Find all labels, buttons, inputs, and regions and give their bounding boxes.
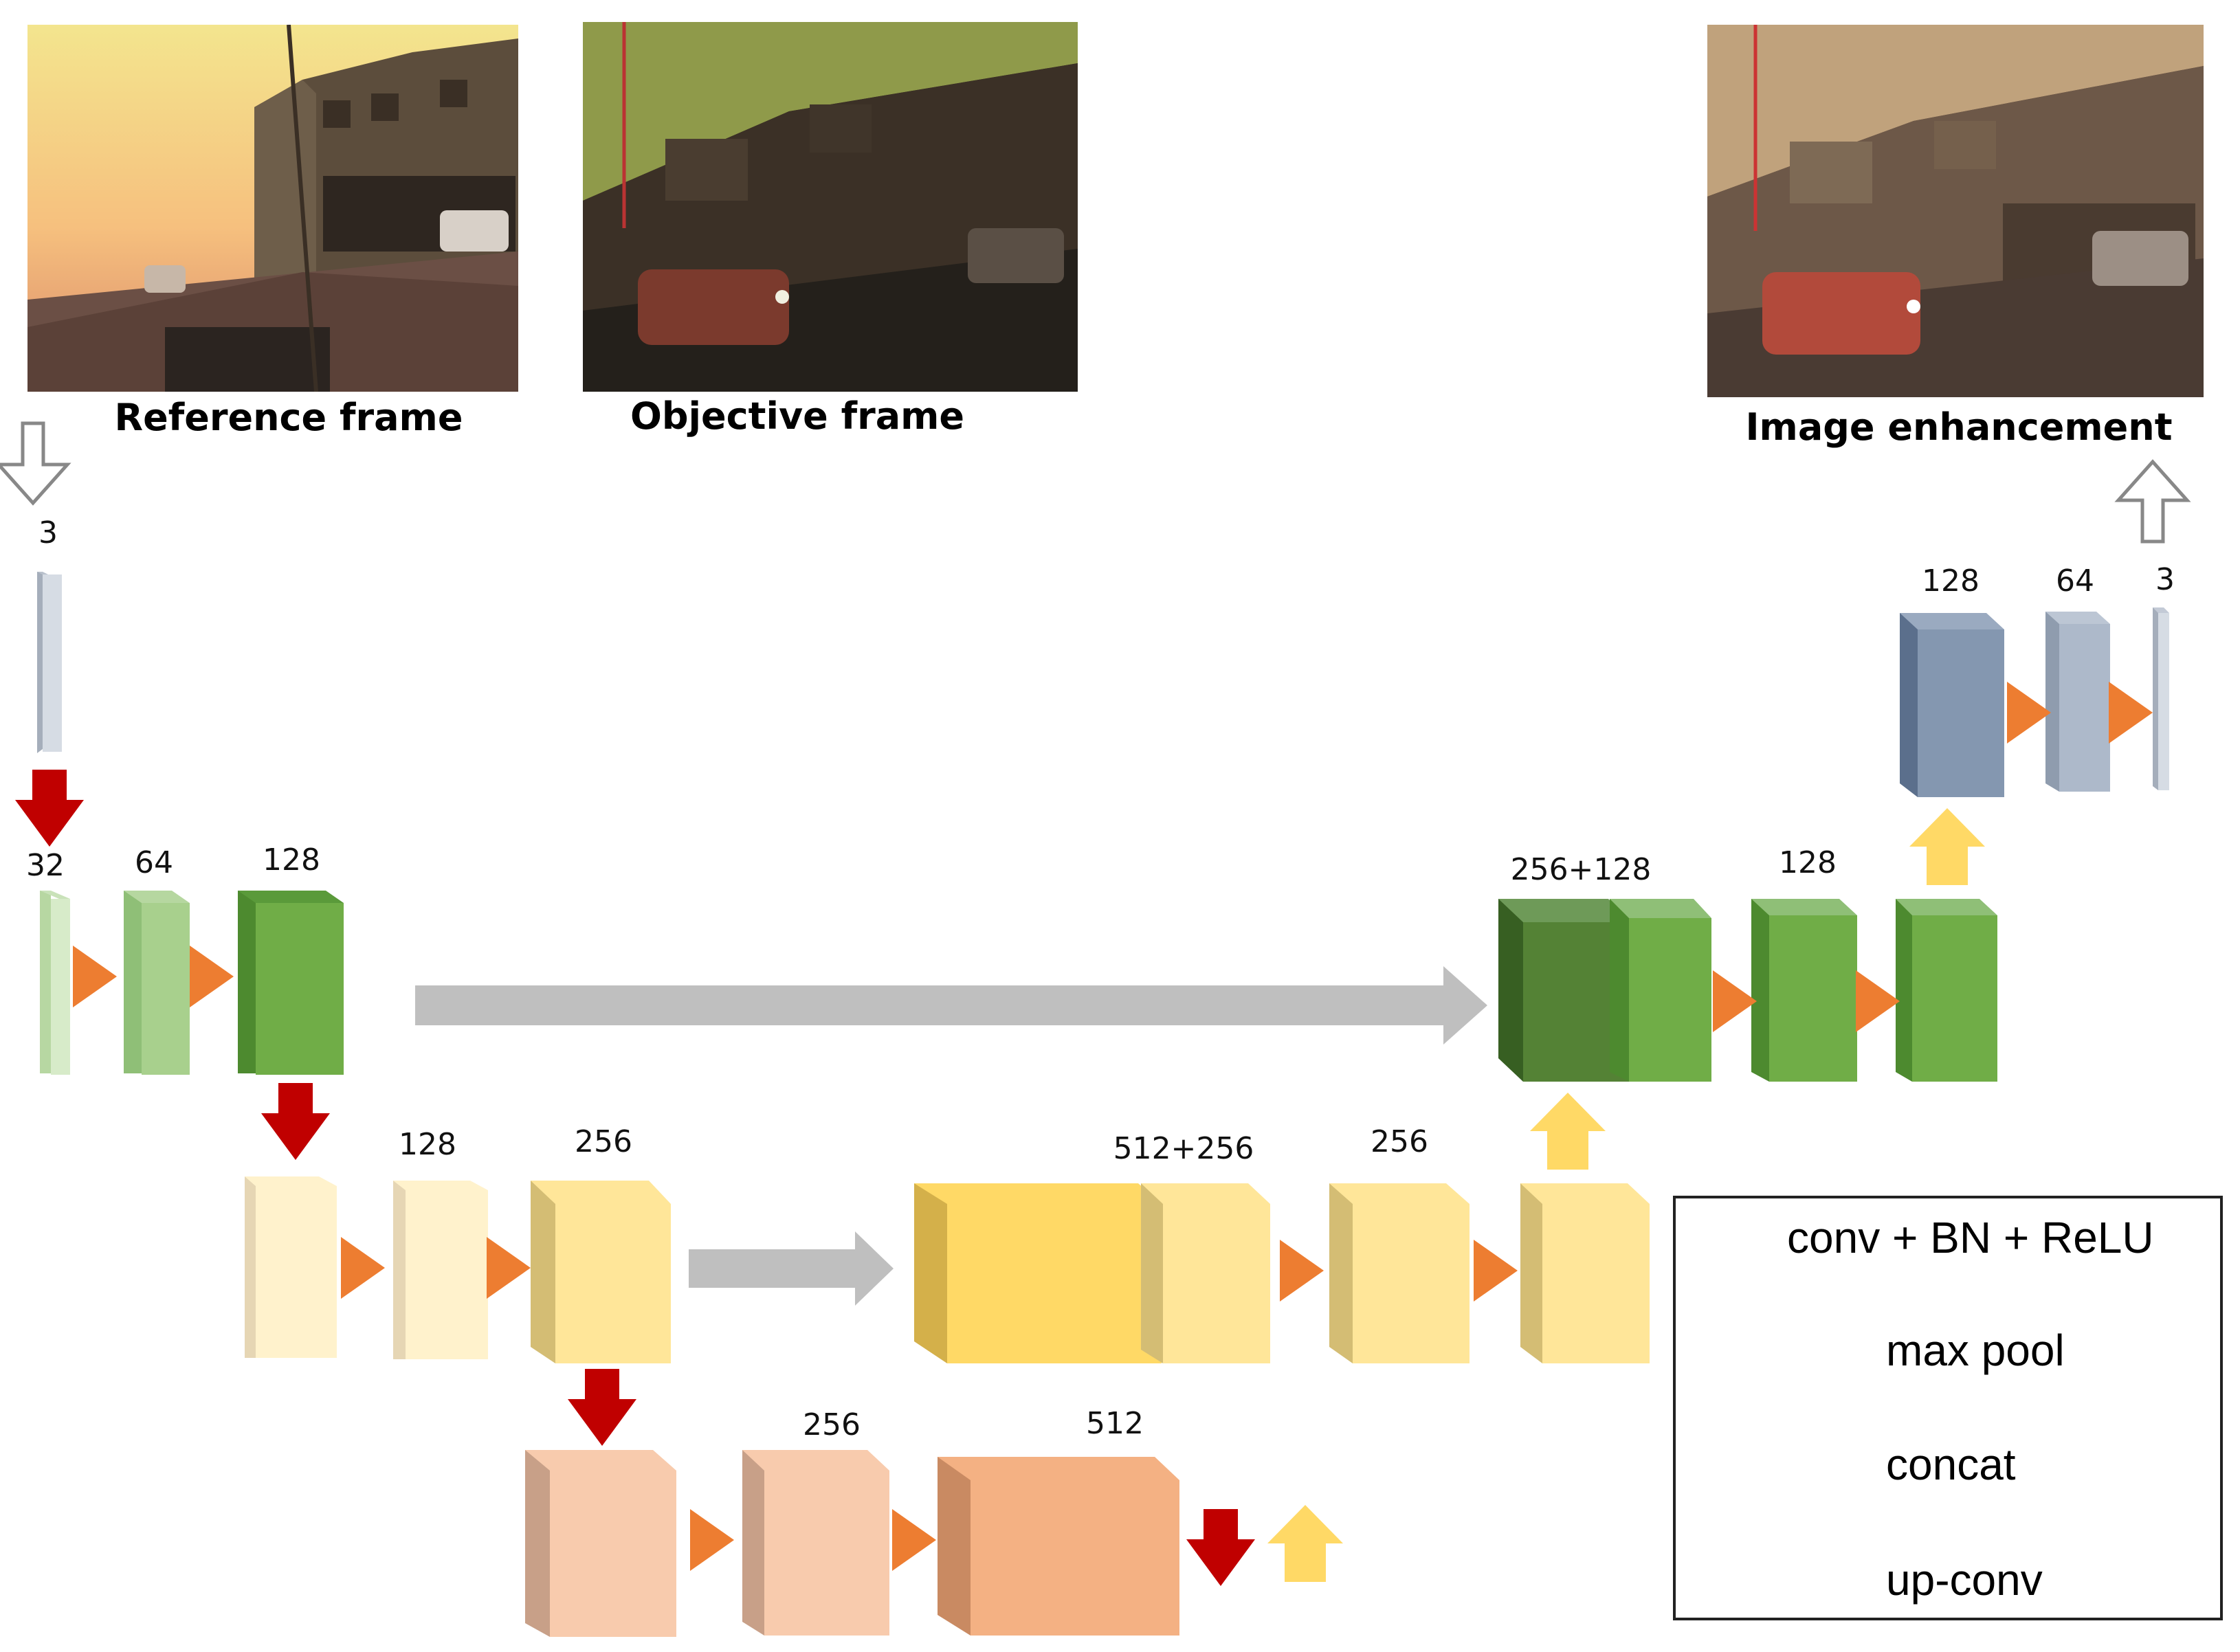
objective-frame-caption: Objective frame: [630, 394, 965, 438]
max-pool-arrow-icon: [15, 770, 84, 847]
max-pool-arrow-icon: [261, 1083, 330, 1160]
input-block: [37, 572, 62, 753]
out-label-3: 3: [2155, 562, 2175, 597]
objective-frame-image: [583, 22, 1078, 392]
conv-arrow-icon: [892, 1509, 936, 1571]
reference-frame-caption: Reference frame: [114, 396, 463, 439]
enc1-label-128: 128: [263, 842, 320, 878]
out-block-3: [2153, 607, 2169, 790]
enc2-label-128: 128: [399, 1127, 456, 1162]
out-label-128: 128: [1922, 563, 1980, 599]
dec1-label-128: 128: [1779, 845, 1837, 880]
bottleneck-label-512: 512: [1086, 1406, 1144, 1441]
max-pool-arrow-icon: [1186, 1509, 1255, 1586]
dec2-concat-block: [914, 1183, 1162, 1363]
conv-arrow-icon: [1474, 1240, 1518, 1302]
conv-arrow-icon: [487, 1237, 531, 1299]
conv-arrow-icon: [73, 946, 117, 1007]
legend-up-conv-label: up-conv: [1886, 1555, 2043, 1605]
legend-max-pool-label: max pool: [1886, 1326, 2065, 1375]
enc2-block-128: [393, 1181, 488, 1359]
dec1-block-128a: [1751, 899, 1857, 1082]
conv-arrow-icon: [1280, 1240, 1324, 1302]
enc2-block-64: [245, 1176, 337, 1358]
dec2-label-concat: 512+256: [1113, 1131, 1254, 1166]
enc1-label-64: 64: [135, 845, 173, 880]
skip-arrow-level1: [415, 966, 1487, 1045]
conv-arrow-icon: [190, 946, 234, 1007]
enc1-block-128: [238, 891, 344, 1075]
conv-arrow-icon: [1856, 970, 1900, 1032]
up-conv-arrow-icon: [1909, 808, 1985, 885]
dec2-label-256: 256: [1371, 1124, 1428, 1159]
skip-arrow-level2: [689, 1231, 894, 1306]
max-pool-arrow-icon: [568, 1369, 636, 1446]
enc2-block-256: [531, 1181, 671, 1363]
output-arrow-icon: [2114, 459, 2191, 544]
bottleneck-block-128: [525, 1450, 676, 1637]
up-conv-arrow-icon: [1530, 1093, 1606, 1170]
bottleneck-block-256: [742, 1450, 889, 1636]
dec2-block-256a: [1329, 1183, 1470, 1363]
dec1-label-concat: 256+128: [1510, 852, 1652, 887]
out-block-128: [1900, 613, 2004, 797]
up-conv-arrow-icon: [1267, 1505, 1343, 1582]
input-arrow-icon: [0, 421, 71, 506]
dec1-upconv-block: [1610, 899, 1711, 1082]
conv-arrow-icon: [2109, 682, 2153, 744]
enc1-label-32: 32: [26, 848, 65, 883]
image-enhancement-caption: Image enhancement: [1745, 405, 2173, 449]
dec1-block-128b: [1896, 899, 1997, 1082]
dec2-upconv-block: [1141, 1183, 1270, 1363]
conv-arrow-icon: [1713, 970, 1757, 1032]
enc1-block-64: [124, 891, 190, 1075]
legend-concat-label: concat: [1886, 1440, 2016, 1489]
enhanced-image: [1707, 25, 2204, 397]
conv-arrow-icon: [690, 1509, 734, 1571]
conv-arrow-icon: [2007, 682, 2051, 744]
out-label-64: 64: [2056, 563, 2094, 599]
legend: [1673, 1196, 2223, 1620]
enc1-block-32: [40, 891, 70, 1075]
out-block-64: [2045, 612, 2110, 792]
bottleneck-label-256: 256: [803, 1407, 861, 1442]
bottleneck-block-512: [938, 1457, 1179, 1636]
enc2-label-256: 256: [575, 1124, 632, 1159]
legend-conv-label: conv + BN + ReLU: [1787, 1213, 2154, 1262]
reference-frame-image: [27, 25, 518, 392]
dec2-block-256b: [1520, 1183, 1650, 1363]
conv-arrow-icon: [341, 1237, 385, 1299]
input-channels-label: 3: [38, 515, 58, 550]
